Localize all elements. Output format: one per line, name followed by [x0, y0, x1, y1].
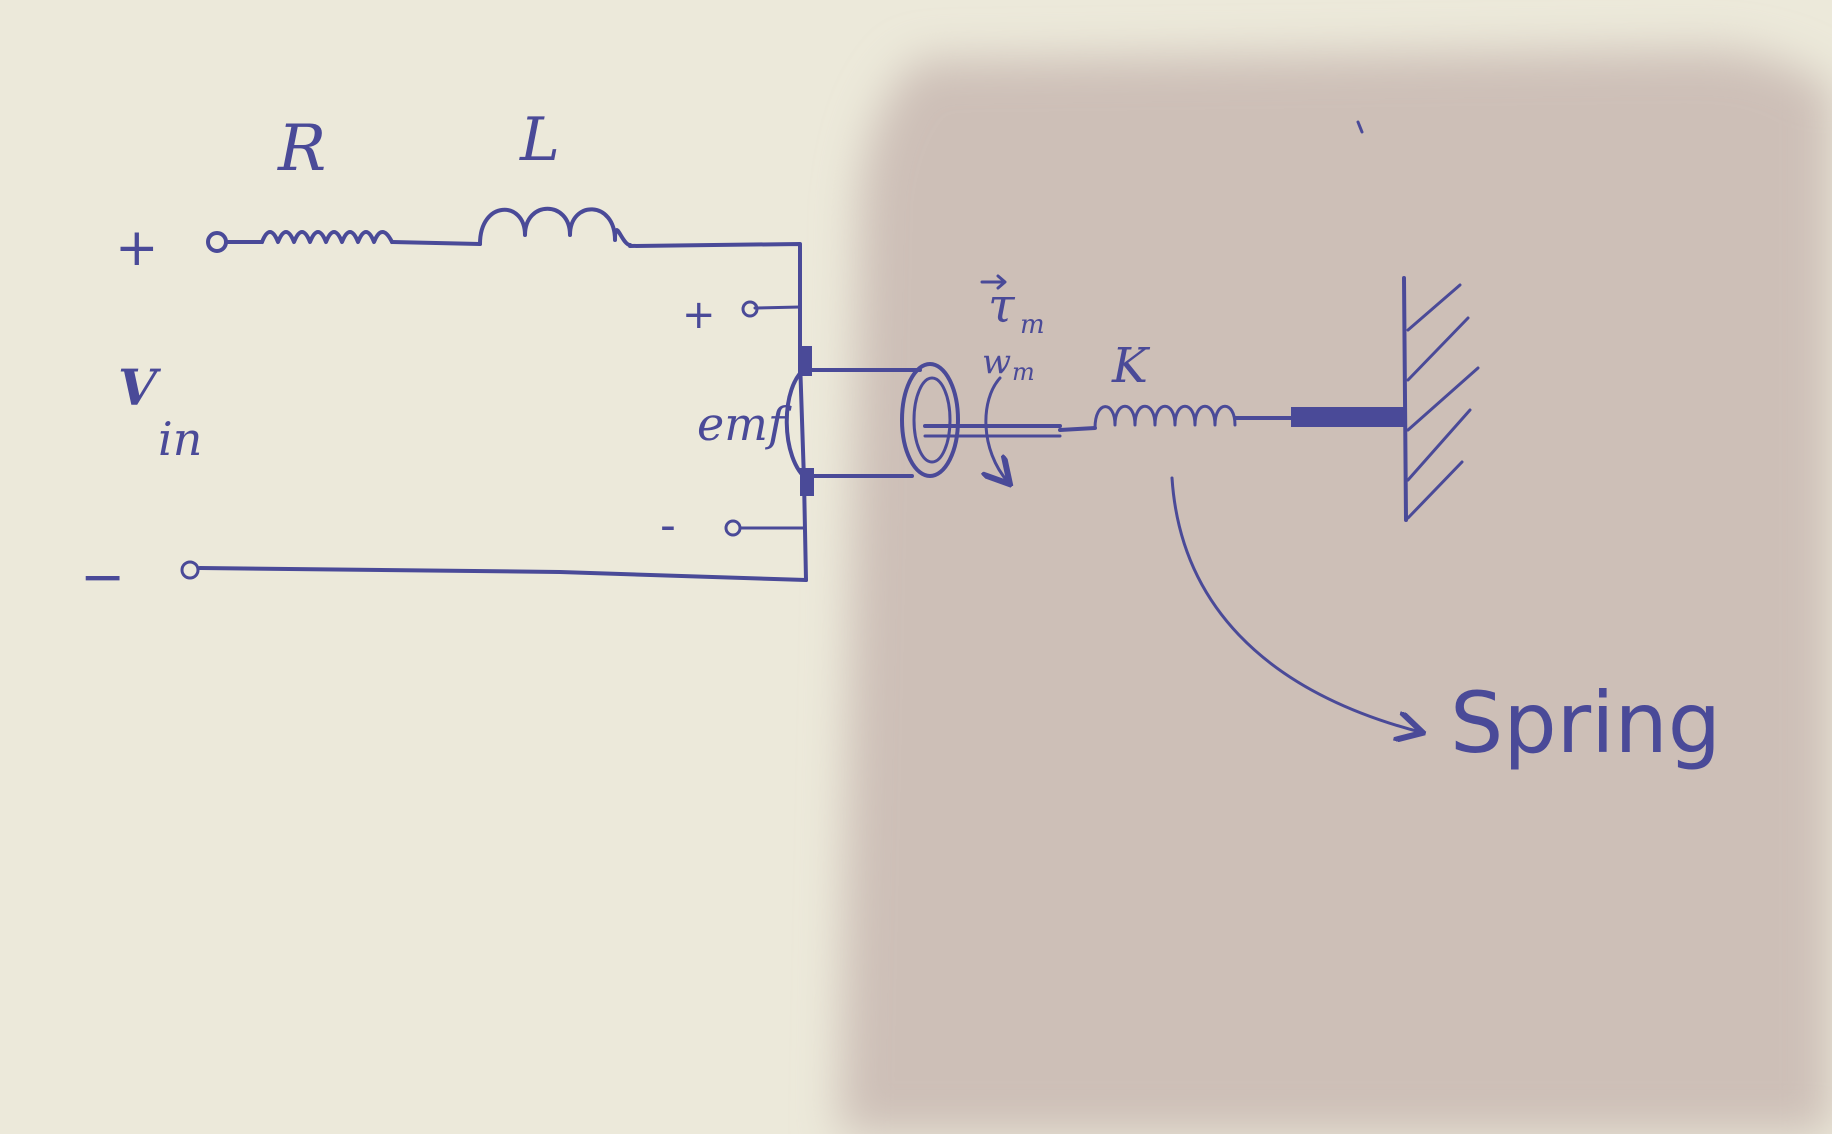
- input-minus-label: −: [80, 545, 125, 608]
- wire-bottom: [198, 566, 808, 582]
- torque-label: τ: [988, 278, 1016, 334]
- torque-sub-label: m: [1020, 310, 1045, 340]
- spring-callout-label: Spring: [1450, 674, 1721, 772]
- resistor-label: R: [277, 112, 326, 186]
- input-minus-terminal: [180, 560, 200, 580]
- wall-line: [1402, 276, 1408, 522]
- wire-resistor-to-inductor: [390, 240, 482, 246]
- omega-label: w: [982, 342, 1011, 382]
- wire-emf-plus: [753, 305, 802, 310]
- spring-coil: [1093, 404, 1237, 430]
- vin-label-sub: in: [158, 412, 202, 466]
- emf-label: emf: [697, 397, 792, 451]
- spring-constant-label: K: [1111, 338, 1151, 394]
- inductor-symbol: [478, 206, 632, 247]
- vin-label-main: V: [118, 358, 162, 417]
- wall-hatching: [1406, 283, 1480, 520]
- emf-minus-label: -: [660, 500, 676, 551]
- torque-vector-arrow: [980, 274, 1007, 290]
- emf-plus-terminal: [741, 300, 759, 318]
- motor-rotor-outer: [900, 362, 960, 478]
- wire-top-right: [628, 242, 802, 362]
- emf-plus-label: +: [682, 292, 716, 338]
- emf-minus-terminal: [724, 519, 742, 537]
- inductor-label: L: [519, 105, 560, 175]
- omega-sub-label: m: [1012, 358, 1035, 386]
- fixed-rod: [1291, 407, 1405, 427]
- spring-callout-arrow: [1170, 476, 1420, 732]
- motor-body-left: [784, 366, 810, 482]
- input-plus-label: +: [115, 218, 159, 278]
- rotation-arrow: [986, 376, 1008, 482]
- hand-shadow: [840, 50, 1832, 1134]
- wire-shaft-to-spring: [1058, 426, 1097, 432]
- stray-mark: [1356, 120, 1364, 134]
- motor-rotor-inner: [912, 376, 952, 464]
- resistor-symbol: [260, 230, 394, 244]
